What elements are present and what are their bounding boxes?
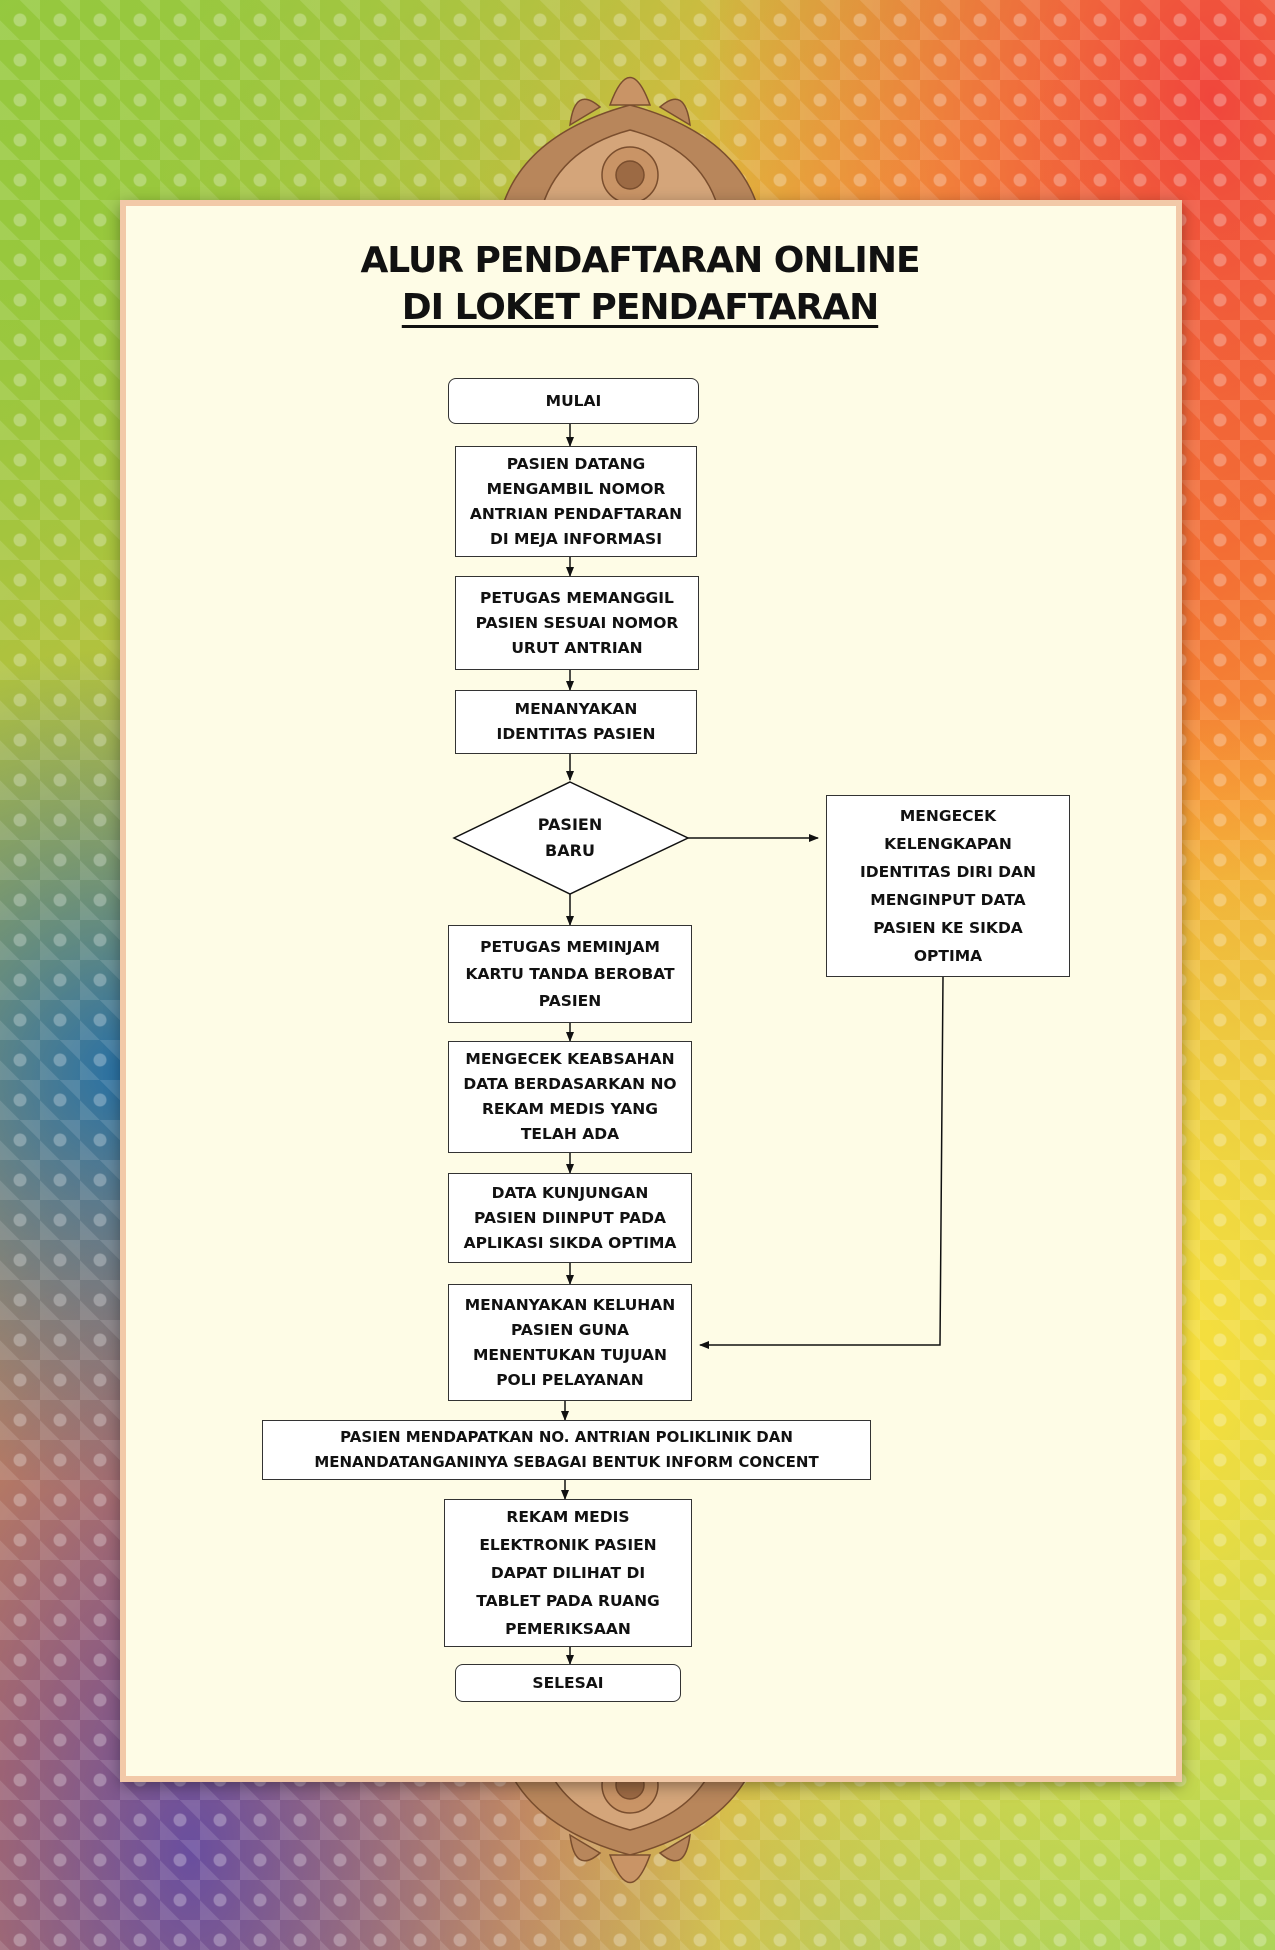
step-take-queue-number-label: PASIEN DATANG MENGAMBIL NOMOR ANTRIAN PE… (469, 454, 683, 548)
step-get-poly-queue-number: PASIEN MENDAPATKAN NO. ANTRIAN POLIKLINI… (262, 1420, 871, 1480)
page-title-line1: ALUR PENDAFTARAN ONLINE (360, 240, 920, 281)
step-input-visit-data: DATA KUNJUNGAN PASIEN DIINPUT PADA APLIK… (448, 1173, 692, 1263)
step-electronic-medical-record-label: REKAM MEDIS ELEKTRONIK PASIEN DAPAT DILI… (476, 1508, 660, 1638)
step-take-queue-number: PASIEN DATANG MENGAMBIL NOMOR ANTRIAN PE… (455, 446, 697, 557)
step-input-visit-data-label: DATA KUNJUNGAN PASIEN DIINPUT PADA APLIK… (463, 1183, 677, 1252)
step-borrow-card: PETUGAS MEMINJAM KARTU TANDA BEROBAT PAS… (448, 925, 692, 1023)
step-verify-medical-record: MENGECEK KEABSAHAN DATA BERDASARKAN NO R… (448, 1041, 692, 1153)
page-title-line2: DI LOKET PENDAFTARAN (120, 287, 1160, 328)
step-electronic-medical-record: REKAM MEDIS ELEKTRONIK PASIEN DAPAT DILI… (444, 1499, 692, 1647)
step-ask-complaint: MENANYAKAN KELUHAN PASIEN GUNA MENENTUKA… (448, 1284, 692, 1401)
step-call-patient: PETUGAS MEMANGGIL PASIEN SESUAI NOMOR UR… (455, 576, 699, 670)
end-terminal: SELESAI (455, 1664, 681, 1702)
step-check-identity-input-data: MENGECEK KELENGKAPAN IDENTITAS DIRI DAN … (826, 795, 1070, 977)
step-call-patient-label: PETUGAS MEMANGGIL PASIEN SESUAI NOMOR UR… (475, 588, 679, 657)
top-ornament (499, 76, 761, 215)
step-ask-identity-label: MENANYAKAN IDENTITAS PASIEN (496, 700, 656, 743)
start-terminal: MULAI (448, 378, 699, 424)
step-borrow-card-label: PETUGAS MEMINJAM KARTU TANDA BEROBAT PAS… (465, 937, 675, 1010)
decision-label: PASIEN BARU (537, 815, 603, 860)
step-check-identity-input-data-label: MENGECEK KELENGKAPAN IDENTITAS DIRI DAN … (859, 807, 1037, 965)
start-label: MULAI (545, 391, 602, 410)
step-ask-identity: MENANYAKAN IDENTITAS PASIEN (455, 690, 697, 754)
step-get-poly-queue-number-label: PASIEN MENDAPATKAN NO. ANTRIAN POLIKLINI… (314, 1428, 819, 1471)
end-label: SELESAI (532, 1673, 604, 1692)
step-verify-medical-record-label: MENGECEK KEABSAHAN DATA BERDASARKAN NO R… (463, 1050, 677, 1143)
page-title-line2-text: DI LOKET PENDAFTARAN (401, 287, 879, 328)
arrow-side-step7 (699, 976, 944, 1349)
step-ask-complaint-label: MENANYAKAN KELUHAN PASIEN GUNA MENENTUKA… (464, 1295, 676, 1389)
